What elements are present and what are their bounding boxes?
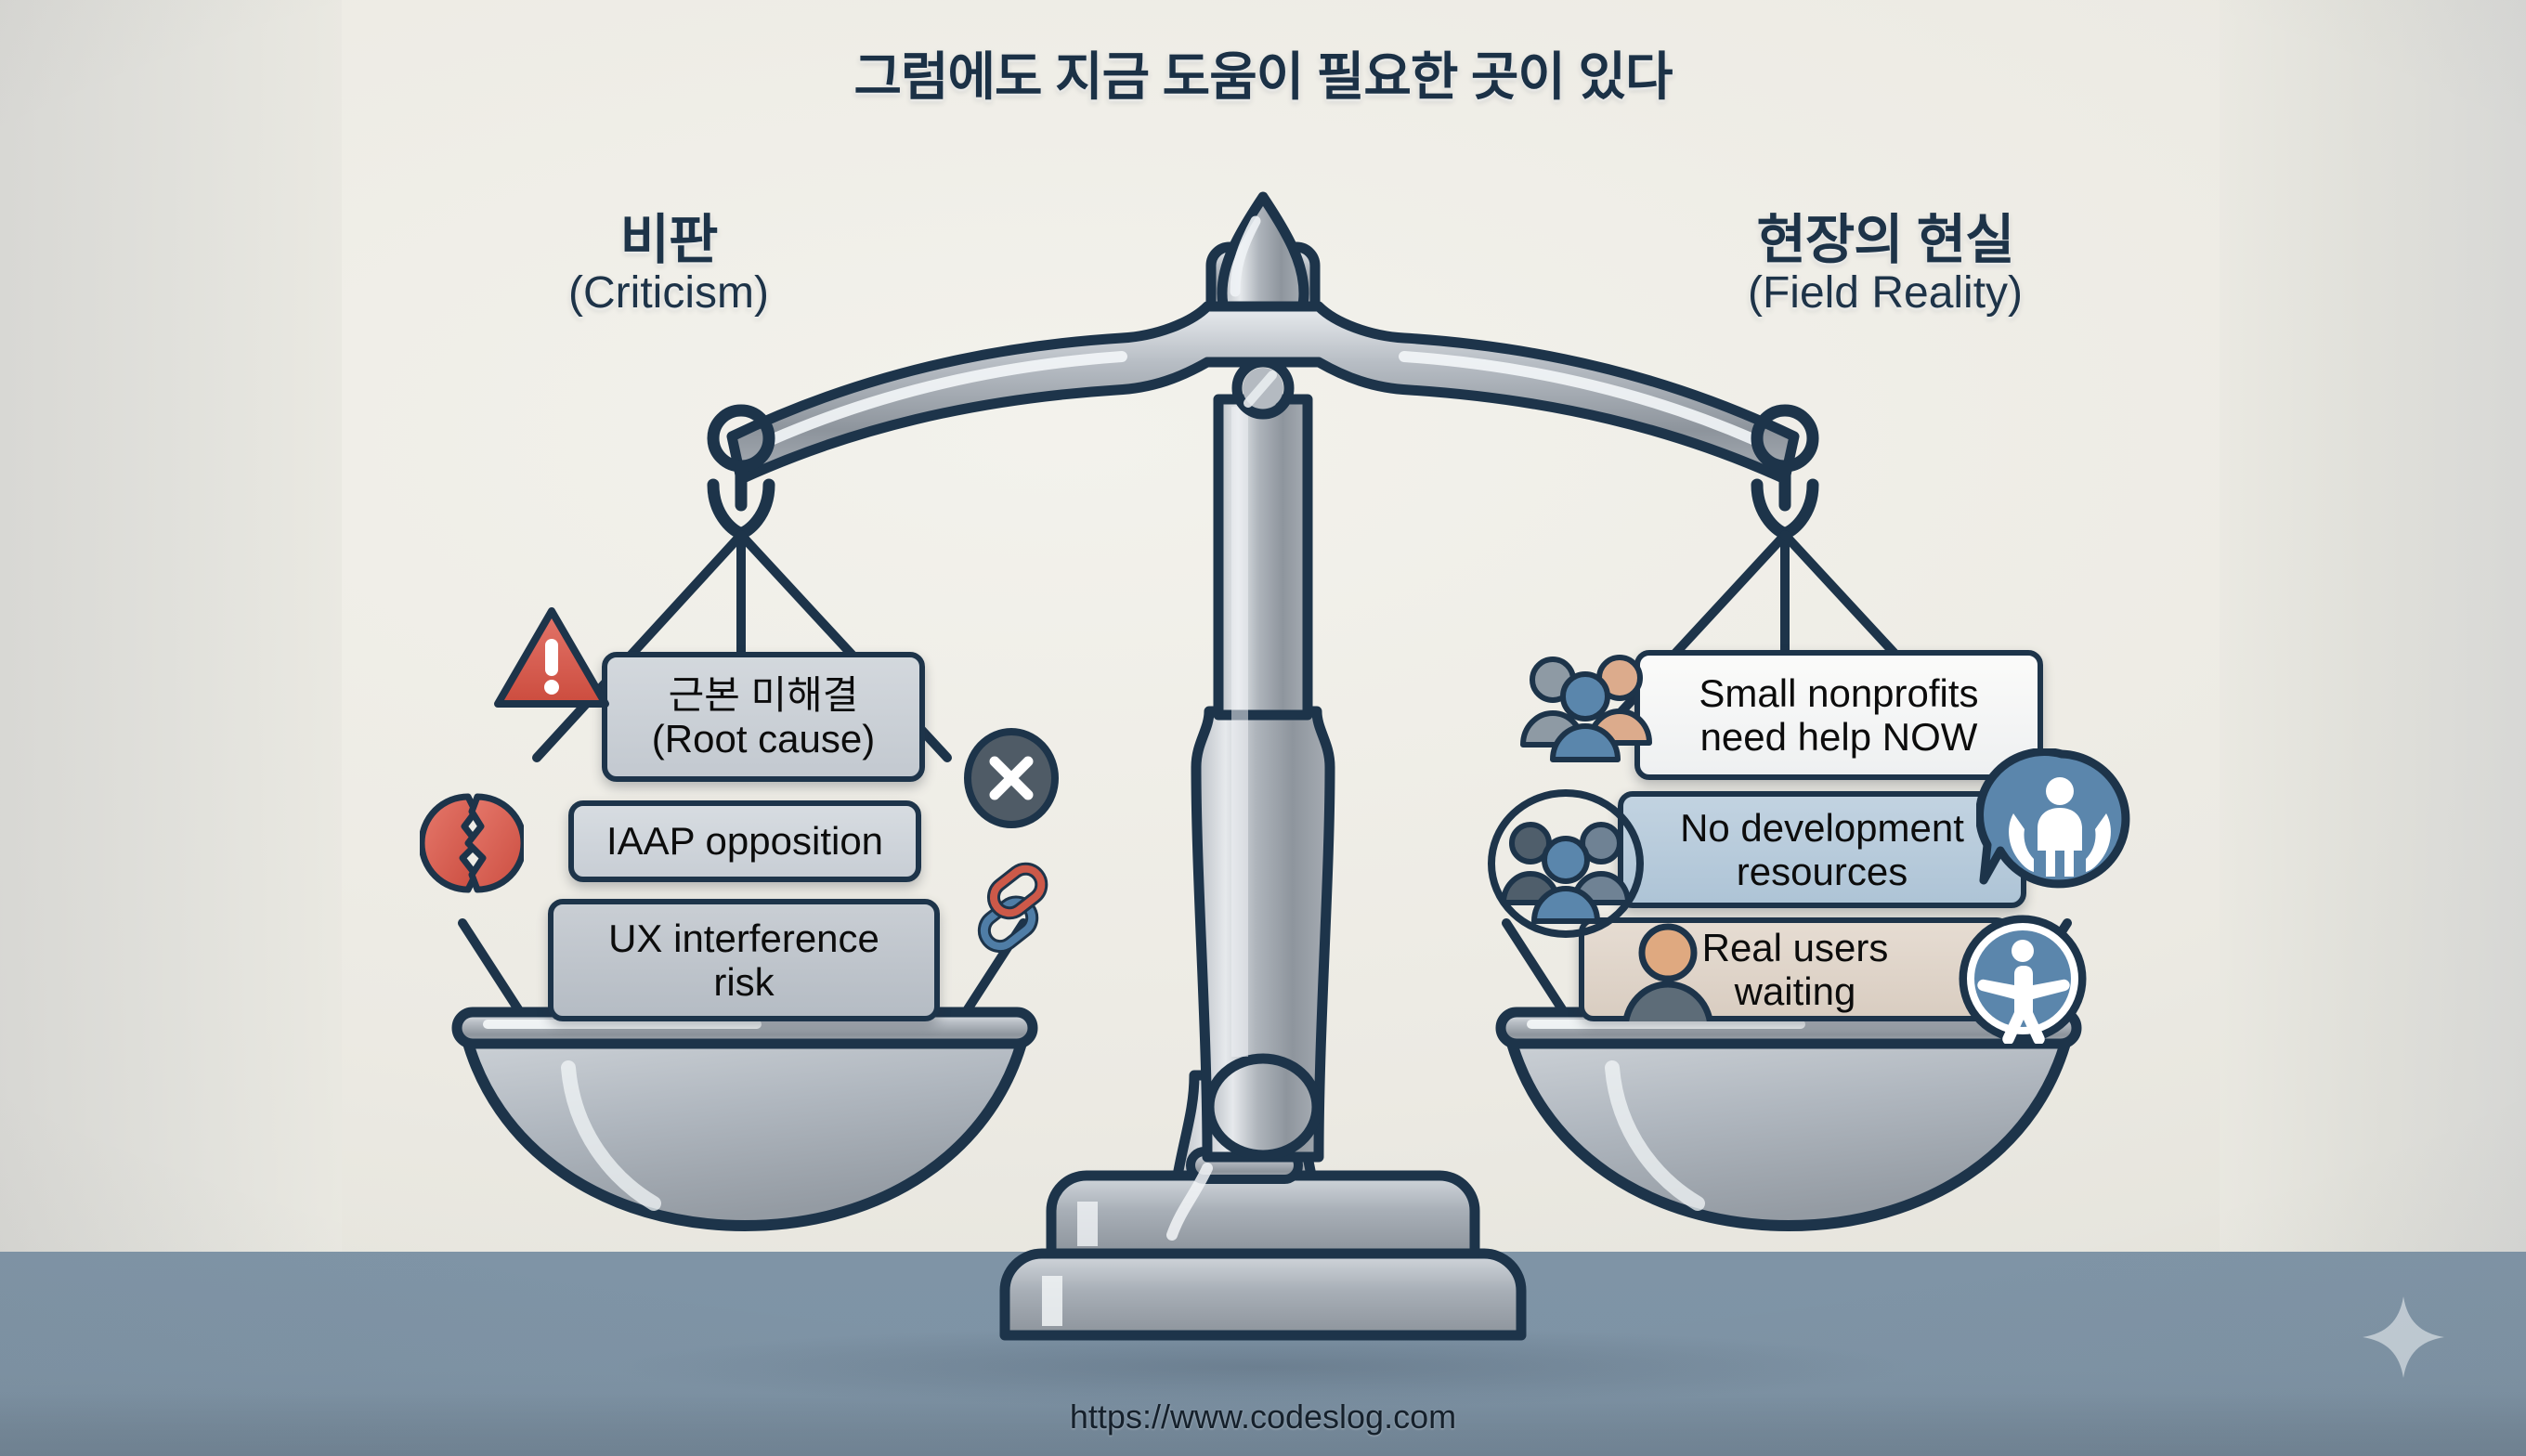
right-card-small-nonprofits: Small nonprofits need help NOW <box>1634 650 2043 780</box>
footer-url: https://www.codeslog.com <box>1069 1398 1457 1436</box>
left-card-ux-interference-risk: UX interference risk <box>548 899 940 1021</box>
right-hanger <box>1495 404 2082 1231</box>
left-pan <box>459 1023 1031 1231</box>
four-point-sparkle-icon <box>2363 1296 2444 1378</box>
left-heading-en: (Criticism) <box>568 268 769 318</box>
right-card-1-line1: Small nonprofits <box>1699 670 1979 715</box>
left-card-3-line2: risk <box>713 960 775 1004</box>
care-hands-speech-bubble-icon <box>1976 748 2130 889</box>
right-card-3-line1: Real users <box>1701 925 1889 969</box>
background-left-panel <box>0 0 342 1252</box>
right-card-2-line1: No development <box>1680 805 1964 850</box>
left-card-root-cause: 근본 미해결 (Root cause) <box>602 652 925 782</box>
right-card-3-line2: waiting <box>1734 969 1856 1013</box>
background-right-panel <box>2220 0 2526 1252</box>
right-card-2-line2: resources <box>1736 850 1908 893</box>
user-avatar-icon <box>1622 923 1713 1021</box>
right-card-1-line2: need help NOW <box>1699 715 1978 759</box>
right-pan <box>1503 1023 2075 1231</box>
left-card-1-line1: 근본 미해결 <box>668 672 859 717</box>
left-side-label: 비판 (Criticism) <box>427 212 910 319</box>
people-group-icon <box>1520 655 1652 762</box>
left-card-2-line1: IAAP opposition <box>605 819 884 864</box>
left-card-iaap-opposition: IAAP opposition <box>568 800 921 882</box>
people-group-circle-icon <box>1488 789 1644 938</box>
right-card-no-development-resources: No development resources <box>1618 791 2026 908</box>
left-heading-ko: 비판 <box>619 210 719 270</box>
x-circle-icon <box>964 728 1059 828</box>
right-heading-en: (Field Reality) <box>1747 268 2024 318</box>
right-side-label: 현장의 현실 (Field Reality) <box>1616 212 2155 319</box>
page-title: 그럼에도 지금 도움이 필요한 곳이 있다 <box>853 47 1673 106</box>
broken-heart-icon <box>420 793 524 893</box>
right-heading-ko: 현장의 현실 <box>1756 210 2015 270</box>
left-card-3-line1: UX interference <box>608 916 879 960</box>
left-card-1-line2: (Root cause) <box>651 717 876 760</box>
broken-chain-link-icon <box>977 862 1048 954</box>
warning-triangle-icon <box>494 607 609 708</box>
accessibility-icon <box>1959 915 2087 1044</box>
scale-column <box>1191 191 1335 1163</box>
ground-shadow <box>613 1326 1913 1408</box>
